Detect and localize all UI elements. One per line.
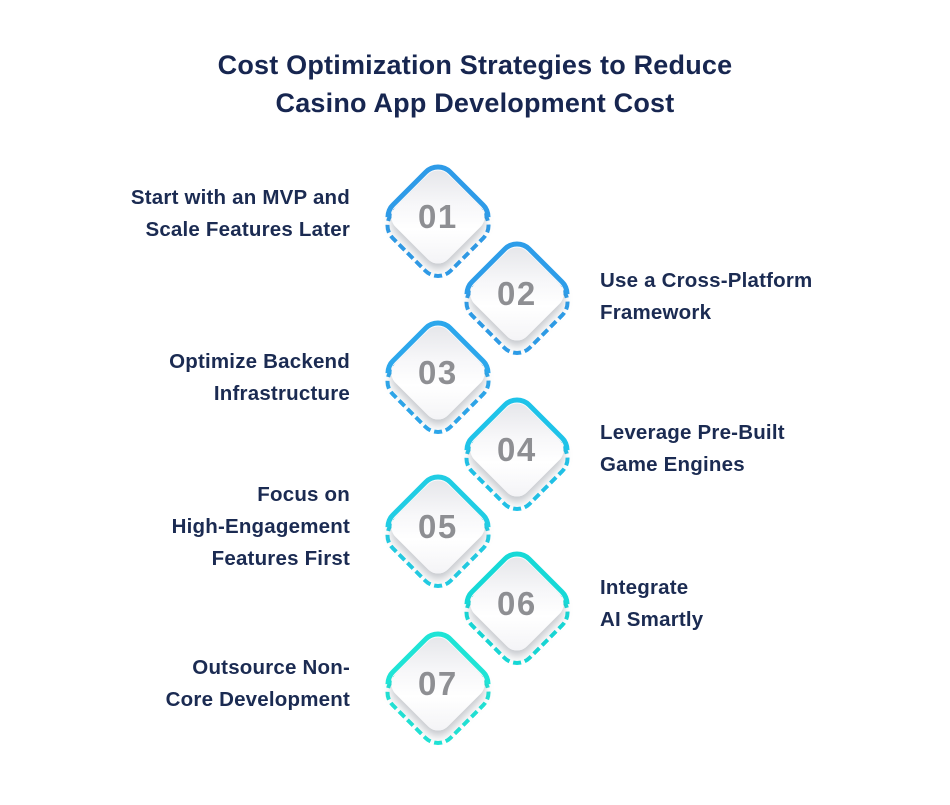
step-4-label-line-1: Leverage Pre-Built [600, 421, 785, 444]
step-1-diamond: 01 [377, 156, 499, 287]
step-3-diamond: 03 [377, 312, 499, 443]
step-7-solid-border [377, 623, 499, 745]
step-7-diamond: 07 [377, 623, 499, 754]
step-4-label: Leverage Pre-Built Game Engines [600, 417, 785, 481]
step-5-label-line-2: High-Engagement [171, 515, 350, 538]
step-1-label-line-1: Start with an MVP and [130, 186, 350, 209]
step-5-label-line-1: Focus on [257, 483, 350, 506]
page-title-line-1: Cost Optimization Strategies to Reduce [217, 50, 733, 80]
step-3-label-line-1: Optimize Backend [169, 350, 350, 373]
step-6-label: Integrate AI Smartly [600, 572, 703, 636]
step-4-label-line-2: Game Engines [600, 453, 745, 476]
step-6-solid-border [456, 543, 578, 665]
step-4-diamond: 04 [456, 389, 578, 520]
step-2-diamond: 02 [456, 233, 578, 364]
step-1-label-line-2: Scale Features Later [145, 218, 350, 241]
step-7-label-line-1: Outsource Non- [192, 656, 350, 679]
step-6-label-line-2: AI Smartly [600, 608, 704, 631]
step-2-label-line-2: Framework [600, 301, 712, 324]
step-5-label: Focus on High-Engagement Features First [172, 479, 350, 575]
step-2-label: Use a Cross-Platform Framework [600, 265, 812, 329]
step-3-solid-border [377, 312, 499, 434]
step-5-diamond: 05 [377, 466, 499, 597]
step-3-label-line-2: Infrastructure [213, 382, 350, 405]
step-7-label-line-2: Core Development [165, 688, 350, 711]
step-2-label-line-1: Use a Cross-Platform [600, 269, 813, 292]
step-7-label: Outsource Non- Core Development [166, 652, 350, 716]
step-2-solid-border [456, 233, 578, 355]
page-title: Cost Optimization Strategies to Reduce C… [0, 46, 950, 122]
step-4-solid-border [456, 389, 578, 511]
step-1-solid-border [377, 156, 499, 278]
step-3-label: Optimize Backend Infrastructure [169, 346, 350, 410]
step-5-solid-border [377, 466, 499, 588]
page-title-line-2: Casino App Development Cost [275, 88, 675, 118]
step-5-label-line-3: Features First [211, 547, 350, 570]
step-6-diamond: 06 [456, 543, 578, 674]
step-1-label: Start with an MVP and Scale Features Lat… [131, 182, 350, 246]
step-6-label-line-1: Integrate [600, 576, 689, 599]
